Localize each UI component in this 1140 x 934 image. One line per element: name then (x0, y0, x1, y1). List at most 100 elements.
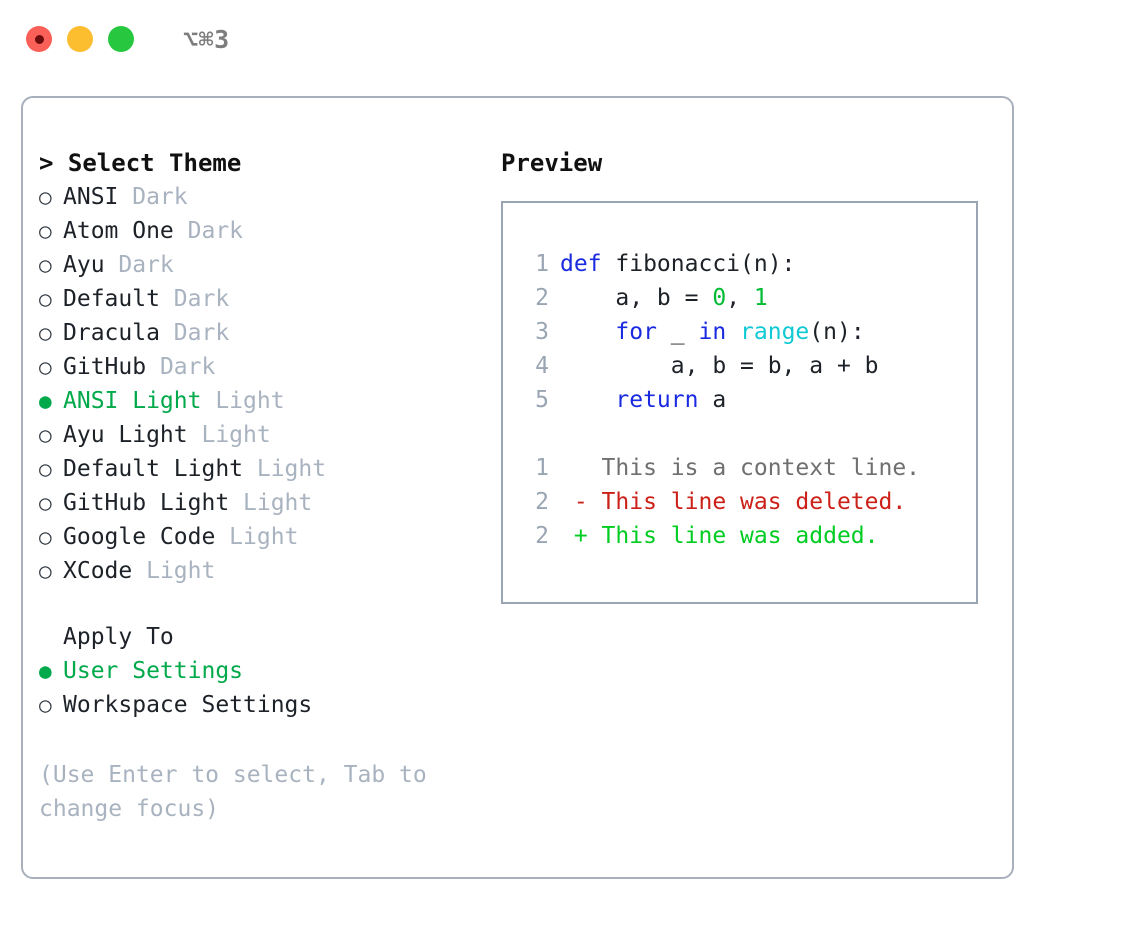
theme-option-name: Default Light (63, 456, 244, 482)
diff-sample: 1 This is a context line.2 - This line w… (519, 451, 976, 553)
theme-option[interactable]: ○ Default Dark (39, 282, 479, 316)
theme-option-name: ANSI Light (63, 388, 202, 414)
theme-option[interactable]: ○ANSI Dark (39, 180, 479, 214)
theme-option-variant: Dark (159, 286, 230, 312)
code-line-text: for _ in range(n): (560, 315, 865, 349)
line-number: 5 (535, 387, 549, 413)
diff-line-text: + This line was added. (560, 523, 879, 549)
theme-option-name: ANSI (63, 184, 119, 210)
code-token: (n): (809, 319, 865, 345)
code-line-text: a, b = b, a + b (560, 349, 879, 383)
theme-option-variant: Light (132, 558, 216, 584)
diff-line: 2 + This line was added. (519, 519, 976, 553)
theme-option[interactable]: ○ Atom One Dark (39, 214, 479, 248)
theme-option[interactable]: ○ Ayu Light Light (39, 418, 479, 452)
apply-to-option-name: Workspace Settings (63, 692, 313, 718)
theme-option-name: GitHub Light (63, 490, 230, 516)
line-number: 3 (535, 319, 549, 345)
theme-option[interactable]: ○ Ayu Dark (39, 248, 479, 282)
radio-selected-icon[interactable]: ● (39, 659, 52, 683)
theme-option[interactable]: ○ Dracula Dark (39, 316, 479, 350)
theme-option[interactable]: ○ GitHub Dark (39, 350, 479, 384)
zoom-button[interactable] (108, 26, 134, 52)
apply-to-option[interactable]: ○ Workspace Settings (39, 688, 479, 722)
diff-line: 2 - This line was deleted. (519, 485, 976, 519)
radio-selected-icon[interactable]: ● (39, 389, 52, 413)
apply-to-header: Apply To (63, 624, 174, 650)
theme-option[interactable]: ○ Google Code Light (39, 520, 479, 554)
code-token: _ (656, 319, 699, 345)
code-token: a, b = b, a + b (560, 353, 879, 379)
radio-unselected-icon[interactable]: ○ (39, 219, 52, 243)
radio-unselected-icon[interactable]: ○ (39, 321, 52, 345)
theme-option-variant: Light (229, 490, 313, 516)
theme-option[interactable]: ○XCode Light (39, 554, 479, 588)
theme-option-name: Dracula (63, 320, 160, 346)
theme-option[interactable]: ○ GitHub Light Light (39, 486, 479, 520)
theme-option[interactable]: ○ Default Light Light (39, 452, 479, 486)
radio-unselected-icon[interactable]: ○ (39, 491, 52, 515)
preview-header: Preview (501, 149, 603, 177)
diff-line-text: This is a context line. (560, 455, 921, 481)
theme-option[interactable]: ●ANSI Light Light (39, 384, 479, 418)
theme-list: ○ ANSI Dark ○ Atom One Dark ○ Ayu Dark ○ Defaul… (39, 180, 479, 588)
minimize-button[interactable] (67, 26, 93, 52)
window-title: ⌥⌘3 (183, 24, 230, 54)
code-line-text: a, b = 0, 1 (560, 281, 768, 315)
theme-option-name: Ayu Light (63, 422, 188, 448)
theme-option-variant: Dark (104, 252, 174, 278)
select-theme-header: > Select Theme (39, 149, 242, 177)
code-line: 3 for _ in range(n): (519, 315, 976, 349)
apply-to-option-name: User Settings (63, 658, 244, 684)
line-number: 1 (535, 455, 549, 481)
close-button[interactable] (26, 26, 52, 52)
theme-option-variant: Dark (173, 218, 244, 244)
theme-option-name: GitHub (63, 354, 147, 380)
theme-option-variant: Dark (159, 320, 230, 346)
theme-option-variant: Dark (146, 354, 216, 380)
code-token: return (615, 387, 699, 413)
line-number: 2 (535, 489, 549, 515)
radio-unselected-icon[interactable]: ○ (39, 525, 52, 549)
content-card: > Select Theme ○ANSI Dark○Atom One Dark○… (21, 96, 1014, 879)
code-token: fibonacci(n): (601, 251, 796, 277)
theme-option-name: Google Code (63, 524, 216, 550)
apply-to-option[interactable]: ● User Settings (39, 654, 479, 688)
radio-unselected-icon[interactable]: ○ (39, 355, 52, 379)
keyboard-hint-text: (Use Enter to select, Tab to change focu… (39, 762, 441, 822)
theme-option-name: Atom One (63, 218, 174, 244)
theme-option-variant: Light (187, 422, 271, 448)
theme-selector-panel: > Select Theme ○ANSI Dark○Atom One Dark○… (39, 146, 479, 826)
code-token: 1 (753, 285, 768, 311)
theme-option-name: Ayu (63, 252, 105, 278)
radio-unselected-icon[interactable]: ○ (39, 287, 52, 311)
radio-unselected-icon[interactable]: ○ (39, 185, 52, 209)
code-line: 5 return a (519, 383, 976, 417)
line-number: 2 (535, 523, 549, 549)
diff-line: 1 This is a context line. (519, 451, 976, 485)
radio-unselected-icon[interactable]: ○ (39, 457, 52, 481)
code-token: range (740, 319, 810, 345)
radio-unselected-icon[interactable]: ○ (39, 423, 52, 447)
code-line-text: return a (560, 383, 726, 417)
theme-option-variant: Light (243, 456, 327, 482)
code-token (560, 319, 615, 345)
theme-option-variant: Light (215, 524, 299, 550)
code-token: def (560, 251, 602, 277)
radio-unselected-icon[interactable]: ○ (39, 693, 52, 717)
diff-line-text: - This line was deleted. (560, 489, 907, 515)
code-line: 2 a, b = 0, 1 (519, 281, 976, 315)
line-number: 4 (535, 353, 549, 379)
apply-to-list: ● User Settings ○ Workspace Settings (39, 654, 479, 722)
line-number: 2 (535, 285, 549, 311)
code-token: in (698, 319, 727, 345)
radio-unselected-icon[interactable]: ○ (39, 253, 52, 277)
code-token: a (698, 387, 727, 413)
apply-to-panel: Apply To ● User Settings ○ Workspace Settin… (39, 620, 479, 722)
radio-unselected-icon[interactable]: ○ (39, 559, 52, 583)
theme-option-name: Default (63, 286, 160, 312)
